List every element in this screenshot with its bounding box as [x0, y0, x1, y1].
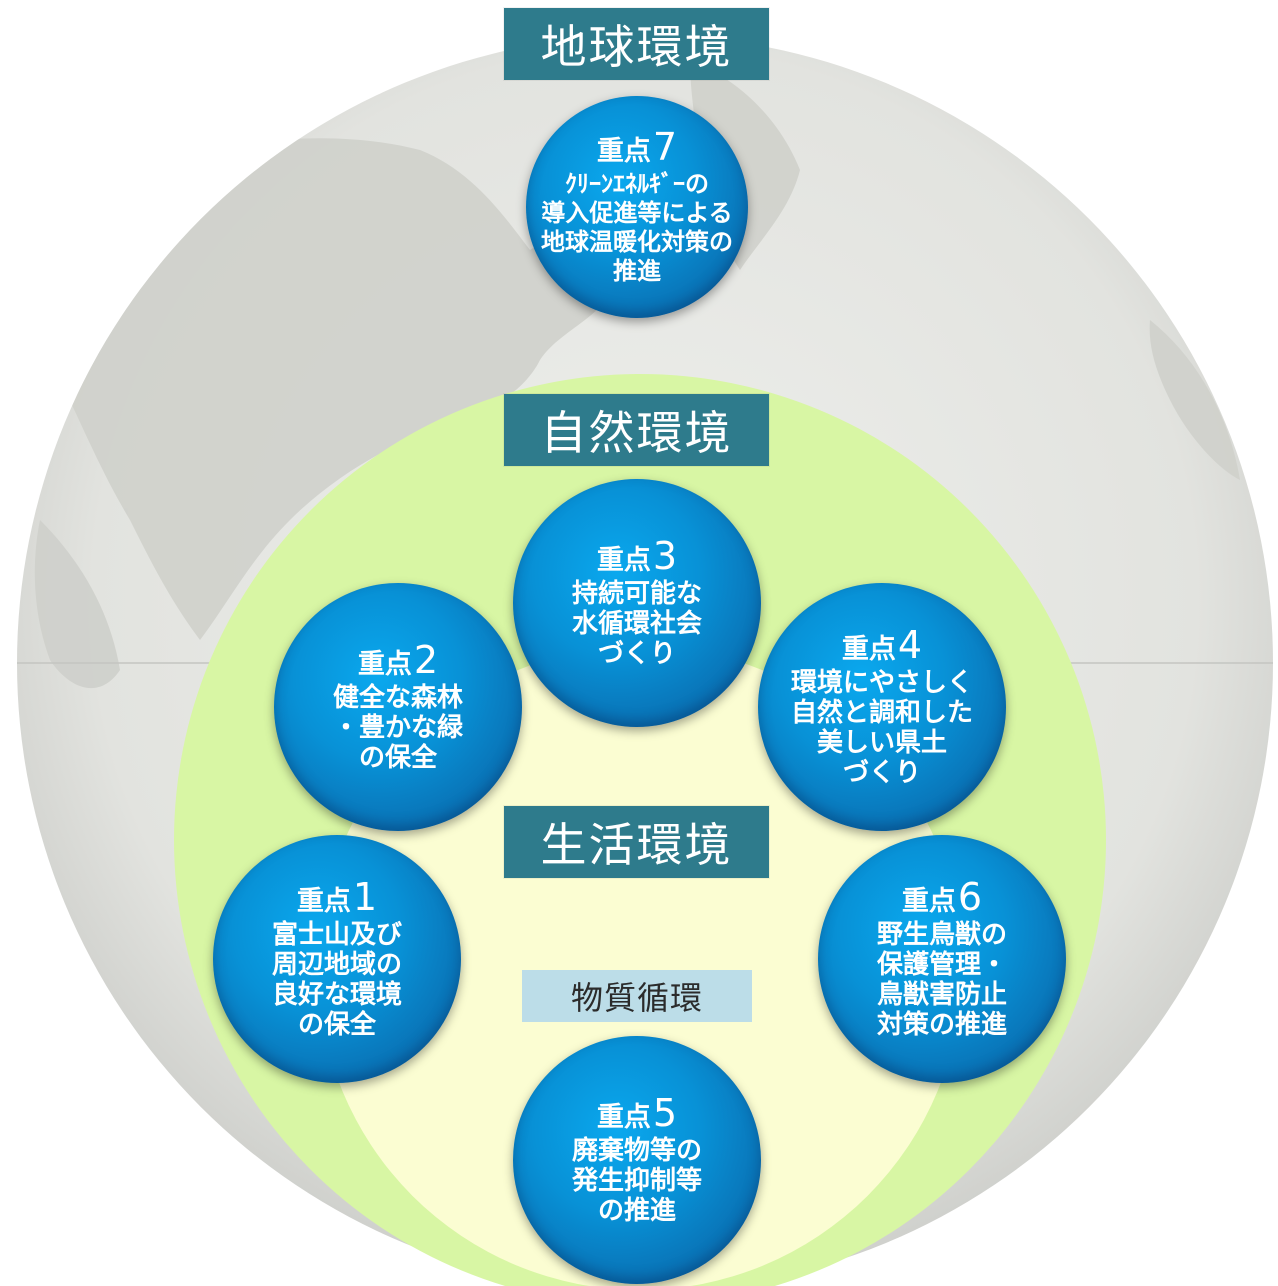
priority-2-line-3: の保全	[358, 743, 437, 773]
priority-3-line-3: づくり	[597, 639, 676, 669]
priority-4-line-3: 美しい県土	[816, 728, 947, 758]
priority-6-heading: 重点6	[901, 875, 983, 919]
landmass-east	[1149, 320, 1240, 480]
priority-6-line-4: 対策の推進	[876, 1010, 1007, 1040]
priority-1-heading: 重点1	[296, 875, 378, 919]
priority-5-heading: 重点5	[596, 1091, 678, 1135]
priority-2-line-1: 健全な森林	[332, 683, 463, 713]
priority-3-line-1: 持続可能な	[571, 579, 702, 609]
priority-4-line-1: 環境にやさしく	[790, 668, 973, 698]
priority-2-heading: 重点2	[357, 638, 439, 682]
priority-6-line-2: 保護管理・	[876, 950, 1007, 980]
priority-1-line-2: 周辺地域の	[271, 950, 402, 980]
label-material-cycle: 物質循環	[522, 970, 752, 1022]
label-living-environment: 生活環境	[504, 806, 769, 878]
priority-7-line-4: 推進	[613, 257, 661, 285]
priority-6-node: 重点6 野生鳥獣の 保護管理・ 鳥獣害防止 対策の推進	[818, 835, 1066, 1083]
priority-2-node: 重点2 健全な森林 ・豊かな緑 の保全	[274, 583, 522, 831]
landmass-asia	[60, 138, 620, 640]
priority-5-line-2: 発生抑制等	[571, 1166, 702, 1196]
priority-1-line-3: 良好な環境	[271, 980, 402, 1010]
priority-5-line-3: の推進	[597, 1196, 676, 1226]
landmass-southeast	[34, 520, 120, 689]
label-global-environment: 地球環境	[504, 8, 769, 80]
living-area	[318, 646, 962, 1286]
priority-7-heading: 重点7	[596, 125, 678, 169]
priority-1-line-4: の保全	[297, 1010, 376, 1040]
priority-7-node: 重点7 ｸﾘｰﾝｴﾈﾙｷﾞｰの 導入促進等による 地球温暖化対策の 推進	[526, 96, 748, 318]
priority-6-line-1: 野生鳥獣の	[876, 920, 1007, 950]
priority-5-line-1: 廃棄物等の	[571, 1136, 702, 1166]
priority-3-heading: 重点3	[596, 534, 678, 578]
priority-3-line-2: 水循環社会	[571, 609, 702, 639]
priority-4-node: 重点4 環境にやさしく 自然と調和した 美しい県土 づくり	[758, 583, 1006, 831]
priority-3-node: 重点3 持続可能な 水循環社会 づくり	[513, 479, 761, 727]
priority-4-line-2: 自然と調和した	[790, 698, 973, 728]
priority-7-line-2: 導入促進等による	[541, 199, 733, 227]
priority-6-line-3: 鳥獣害防止	[876, 980, 1007, 1010]
priority-1-line-1: 富士山及び	[271, 920, 402, 950]
priority-7-line-1: ｸﾘｰﾝｴﾈﾙｷﾞｰの	[565, 170, 709, 198]
priority-2-line-2: ・豊かな緑	[332, 713, 463, 743]
priority-4-heading: 重点4	[841, 623, 923, 667]
priority-5-node: 重点5 廃棄物等の 発生抑制等 の推進	[513, 1036, 761, 1284]
label-natural-environment: 自然環境	[504, 394, 769, 466]
priority-7-line-3: 地球温暖化対策の	[541, 228, 733, 256]
priority-1-node: 重点1 富士山及び 周辺地域の 良好な環境 の保全	[213, 835, 461, 1083]
priority-4-line-4: づくり	[842, 758, 921, 788]
